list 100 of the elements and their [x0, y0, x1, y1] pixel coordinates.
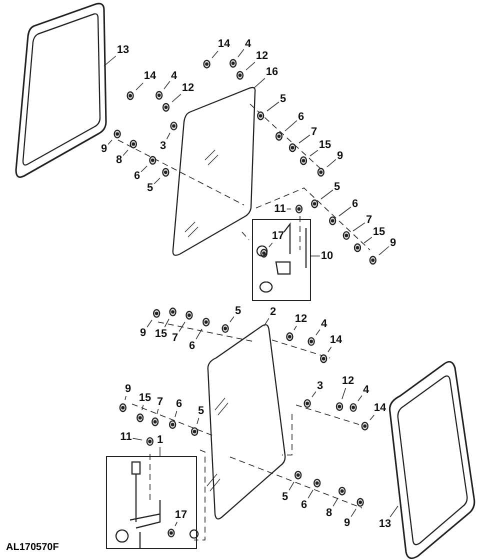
leader-line [298, 134, 310, 144]
callout-number: 13 [116, 44, 130, 56]
callout-number: 7 [156, 396, 164, 408]
leader-line [146, 320, 152, 328]
leader-line [378, 246, 390, 256]
callout-number: 9 [344, 517, 350, 529]
callout-number: 4 [170, 70, 178, 82]
callout-number: 5 [146, 182, 154, 194]
callout-number: 6 [300, 499, 308, 511]
callout-number: 5 [280, 93, 286, 105]
callout-number: 9 [140, 327, 146, 339]
leader-line [254, 78, 266, 88]
leader-line [108, 140, 112, 145]
leader-line [196, 328, 202, 340]
callout-number: 11 [120, 431, 132, 443]
leader-line [328, 346, 332, 352]
callout-number: 9 [124, 383, 132, 395]
leader-line [154, 178, 160, 184]
callout-number: 17 [272, 230, 284, 242]
callout-number: 10 [320, 250, 334, 262]
leader-line [132, 438, 142, 440]
leader-line [174, 410, 178, 418]
leader-line [308, 490, 314, 499]
leader-line [164, 80, 170, 90]
leader-line [124, 396, 126, 400]
leader-line [140, 166, 148, 172]
callout-number: 12 [294, 313, 308, 325]
leader-line [352, 222, 366, 232]
callout-number: 6 [176, 398, 182, 410]
callout-number: 7 [172, 332, 178, 344]
callout-number: 14 [218, 38, 230, 50]
callout-number: 14 [144, 70, 156, 82]
callout-number: 12 [182, 82, 194, 94]
callout-number: 12 [342, 375, 354, 387]
callout-number: 9 [336, 150, 344, 162]
leader-line [294, 326, 297, 330]
leader-line [266, 102, 280, 112]
callout-number: 5 [198, 405, 204, 417]
leader-line [246, 62, 256, 70]
leader-line [230, 316, 234, 322]
callout-number: 11 [274, 203, 286, 215]
callout-number: 6 [298, 111, 304, 123]
leader-line [370, 414, 375, 420]
callout-number: 15 [154, 328, 168, 340]
callout-number: 9 [100, 143, 108, 155]
leader-line [264, 318, 270, 326]
callout-number: 17 [174, 509, 188, 521]
callout-number: 9 [390, 237, 396, 249]
leader-line [358, 395, 362, 402]
callout-number: 5 [282, 491, 288, 503]
callout-number: 6 [352, 198, 358, 210]
callout-number: 13 [378, 518, 392, 530]
callout-number: 2 [270, 306, 276, 318]
callout-number: 3 [160, 140, 166, 152]
leader-line [284, 120, 298, 132]
leader-line [172, 94, 182, 102]
callout-number: 6 [134, 170, 140, 182]
leader-line [174, 522, 178, 526]
leader-line [316, 329, 320, 336]
callout-number: 4 [244, 38, 252, 50]
callout-number: 8 [326, 507, 332, 519]
drawing-number: AL170570F [6, 542, 59, 553]
detail-inset-frame [252, 219, 311, 301]
callout-number: 8 [116, 154, 122, 166]
callout-number: 5 [234, 305, 242, 317]
leader-line [238, 48, 244, 58]
callout-number: 1 [156, 434, 164, 446]
leader-line [332, 498, 338, 507]
leader-line [338, 206, 352, 216]
callout-number: 6 [188, 340, 196, 352]
callout-number: 7 [366, 214, 372, 226]
callout-number: 5 [334, 181, 340, 193]
callout-number: 4 [320, 318, 328, 330]
leader-line [288, 482, 294, 491]
callout-number: 14 [330, 334, 342, 346]
detail-inset-frame [106, 456, 197, 549]
leader-line [320, 190, 334, 200]
callout-number: 15 [318, 139, 332, 151]
leader-line [350, 508, 356, 518]
callout-number: 15 [138, 392, 152, 404]
callout-number: 16 [266, 66, 278, 78]
callout-number: 15 [372, 226, 386, 238]
leader-line [166, 132, 170, 140]
callout-number: 3 [316, 380, 324, 392]
leader-line [156, 408, 159, 414]
leader-line [268, 242, 273, 248]
leader-line [286, 208, 292, 210]
callout-number: 12 [256, 50, 268, 62]
callout-number: 14 [374, 402, 386, 414]
leader-line [196, 418, 200, 424]
callout-number: 7 [310, 126, 318, 138]
leader-line [178, 322, 186, 332]
leader-line [342, 388, 346, 400]
leader-line [310, 150, 318, 156]
leader-line [312, 391, 316, 398]
leader-line [364, 236, 372, 244]
leader-line [142, 404, 144, 410]
leader-line [122, 150, 128, 156]
leader-line [136, 82, 144, 90]
callout-number: 4 [362, 384, 370, 396]
